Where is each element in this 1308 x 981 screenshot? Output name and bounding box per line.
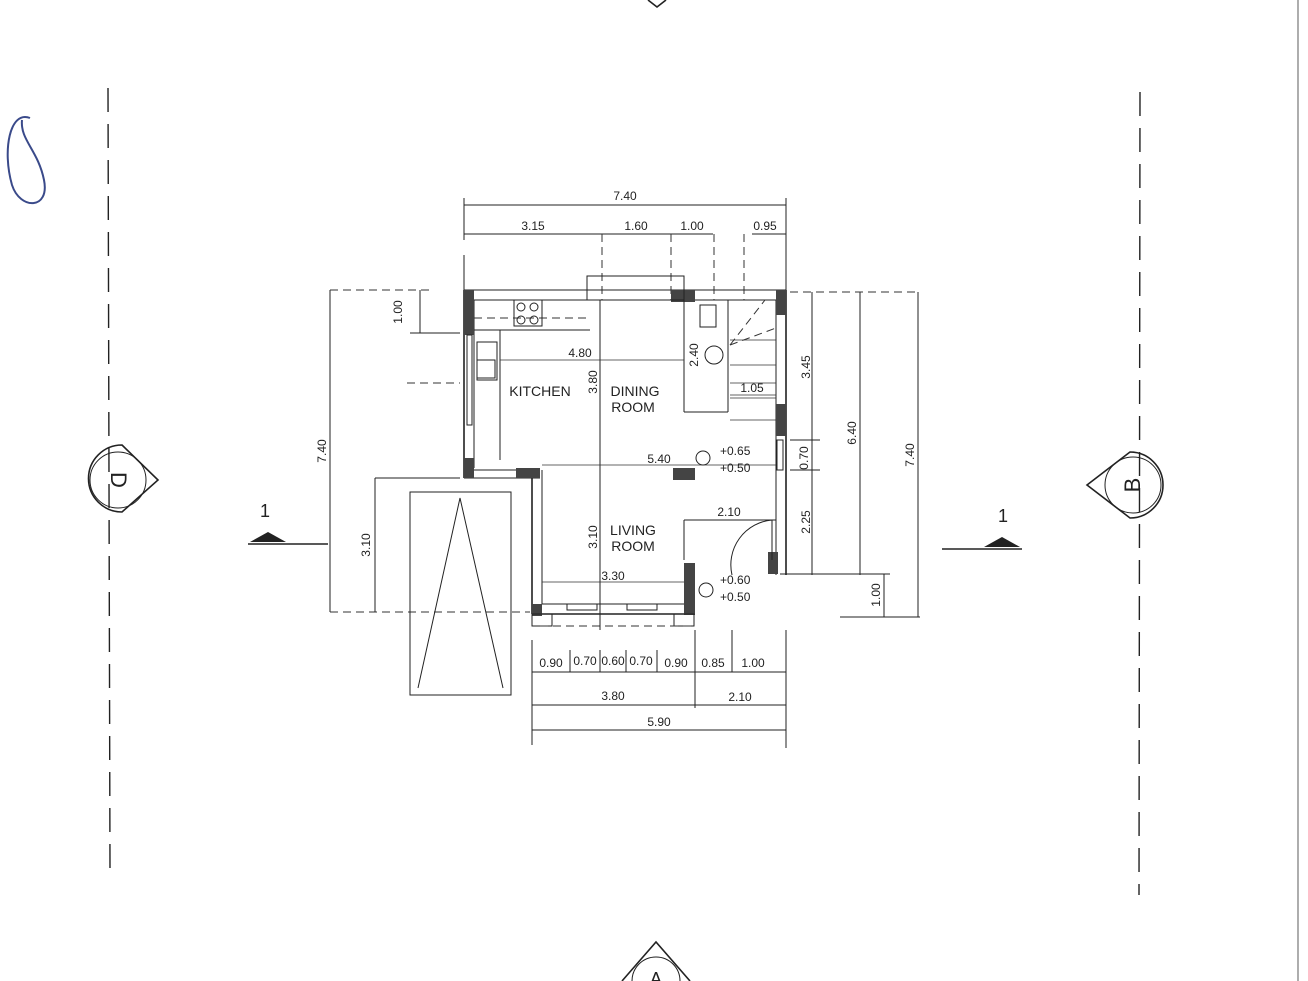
room-label-living-2: ROOM bbox=[611, 538, 655, 554]
room-label-living: LIVING bbox=[610, 522, 656, 538]
entrance-ramp bbox=[409, 491, 512, 696]
axis-label-d: D bbox=[106, 472, 131, 488]
svg-text:+0.60: +0.60 bbox=[720, 573, 751, 587]
section-label-right: 1 bbox=[998, 506, 1008, 526]
svg-text:1.00: 1.00 bbox=[680, 219, 704, 233]
axis-marker-a: A bbox=[621, 940, 691, 981]
staircase bbox=[699, 299, 777, 421]
sink-icon bbox=[476, 341, 498, 381]
level-marker-icon bbox=[695, 450, 711, 466]
section-marker-right: 1 bbox=[942, 506, 1022, 550]
svg-text:0.90: 0.90 bbox=[539, 656, 563, 670]
svg-text:2.25: 2.25 bbox=[799, 510, 813, 534]
washbasin-icon bbox=[704, 345, 724, 365]
svg-text:5.90: 5.90 bbox=[647, 715, 671, 729]
svg-text:7.40: 7.40 bbox=[903, 443, 917, 467]
svg-text:7.40: 7.40 bbox=[315, 439, 329, 463]
building-walls bbox=[463, 275, 787, 630]
svg-text:0.90: 0.90 bbox=[664, 656, 688, 670]
axis-line-b bbox=[1138, 91, 1141, 896]
svg-text:6.40: 6.40 bbox=[845, 421, 859, 445]
svg-text:7.40: 7.40 bbox=[613, 189, 637, 203]
svg-text:1.00: 1.00 bbox=[741, 656, 765, 670]
svg-text:0.85: 0.85 bbox=[701, 656, 725, 670]
stove-icon bbox=[513, 299, 543, 327]
svg-text:+0.65: +0.65 bbox=[720, 444, 751, 458]
svg-text:2.10: 2.10 bbox=[717, 505, 741, 519]
svg-text:1.00: 1.00 bbox=[869, 583, 883, 607]
svg-text:2.10: 2.10 bbox=[728, 690, 752, 704]
dimensions-left: 1.00 7.40 3.10 bbox=[315, 289, 530, 613]
svg-text:3.80: 3.80 bbox=[586, 370, 600, 394]
svg-text:0.70: 0.70 bbox=[629, 654, 653, 668]
axis-marker-b: B bbox=[1085, 451, 1164, 519]
svg-text:3.15: 3.15 bbox=[521, 219, 545, 233]
svg-text:0.70: 0.70 bbox=[797, 446, 811, 470]
svg-text:2.40: 2.40 bbox=[687, 343, 701, 367]
level-marker-icon bbox=[698, 582, 714, 598]
svg-text:0.95: 0.95 bbox=[753, 219, 777, 233]
room-label-dining: DINING bbox=[611, 383, 660, 399]
dimensions-right: 3.45 0.70 2.25 1.00 6.40 7.40 bbox=[780, 291, 920, 618]
dimensions-inner: 4.80 3.80 2.40 1.05 5.40 +0.65 +0.50 3.1… bbox=[500, 343, 776, 604]
dimensions-bottom: 0.90 0.70 0.60 0.70 0.90 0.85 1.00 3.80 … bbox=[531, 630, 787, 748]
svg-text:1.05: 1.05 bbox=[740, 381, 764, 395]
axis-marker-top bbox=[647, 0, 667, 9]
svg-text:1.60: 1.60 bbox=[624, 219, 648, 233]
toilet-icon bbox=[699, 304, 717, 328]
svg-text:3.30: 3.30 bbox=[601, 569, 625, 583]
svg-text:4.80: 4.80 bbox=[568, 346, 592, 360]
svg-text:3.10: 3.10 bbox=[586, 525, 600, 549]
axis-label-a: A bbox=[650, 969, 662, 981]
kitchen-counter bbox=[474, 299, 590, 460]
svg-text:3.80: 3.80 bbox=[601, 689, 625, 703]
axis-label-b: B bbox=[1120, 478, 1145, 493]
svg-text:0.70: 0.70 bbox=[573, 654, 597, 668]
dimensions-top: 7.40 3.15 1.60 1.00 0.95 bbox=[463, 189, 787, 300]
svg-text:+0.50: +0.50 bbox=[720, 590, 751, 604]
section-label-left: 1 bbox=[260, 501, 270, 521]
room-label-kitchen: KITCHEN bbox=[509, 383, 570, 399]
svg-text:3.45: 3.45 bbox=[799, 355, 813, 379]
axis-marker-d: D bbox=[87, 444, 160, 513]
svg-text:0.60: 0.60 bbox=[601, 654, 625, 668]
section-marker-left: 1 bbox=[248, 501, 328, 545]
svg-text:3.10: 3.10 bbox=[359, 533, 373, 557]
svg-text:+0.50: +0.50 bbox=[720, 461, 751, 475]
handwritten-mark bbox=[6, 116, 46, 205]
axis-line-d bbox=[107, 87, 111, 871]
svg-text:1.00: 1.00 bbox=[391, 300, 405, 324]
svg-text:5.40: 5.40 bbox=[647, 452, 671, 466]
room-label-dining-2: ROOM bbox=[611, 399, 655, 415]
